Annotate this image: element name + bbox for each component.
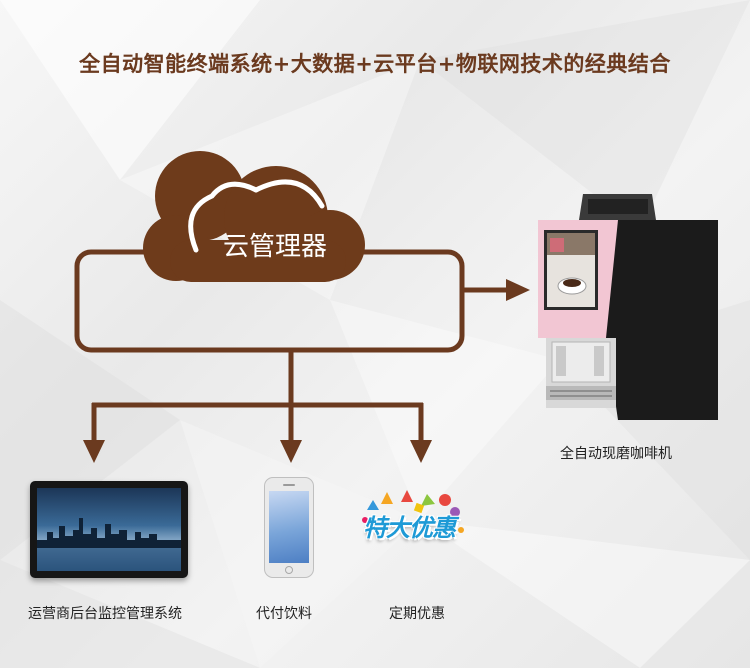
promo-badge-text: 特大优惠 [363,514,456,542]
phone-screen [269,491,309,563]
arrow-to-promo [410,440,432,463]
coffee-machine-caption: 全自动现磨咖啡机 [560,446,672,462]
arrow-to-monitor [83,440,105,463]
monitor-screen [37,488,181,571]
monitor-image [30,481,188,578]
cloud-icon: 云管理器 [143,151,365,282]
promo-caption: 定期优惠 [389,606,445,622]
smartphone-image [264,477,314,578]
coffee-machine-image [538,194,718,420]
monitor-caption: 运营商后台监控管理系统 [28,606,182,622]
promo-badge: 特大优惠 [357,490,469,554]
branch-connectors [91,350,424,442]
headline: 全自动智能终端系统+大数据+云平台+物联网技术的经典结合 [79,52,671,76]
home-button-icon [285,566,293,574]
phone-speaker [283,484,295,486]
arrow-to-phone [280,440,302,463]
cloud-label: 云管理器 [223,232,327,262]
city-skyline-icon [37,518,181,571]
confetti-icon [362,490,464,533]
arrow-to-machine [462,279,530,301]
phone-caption: 代付饮料 [256,606,312,622]
